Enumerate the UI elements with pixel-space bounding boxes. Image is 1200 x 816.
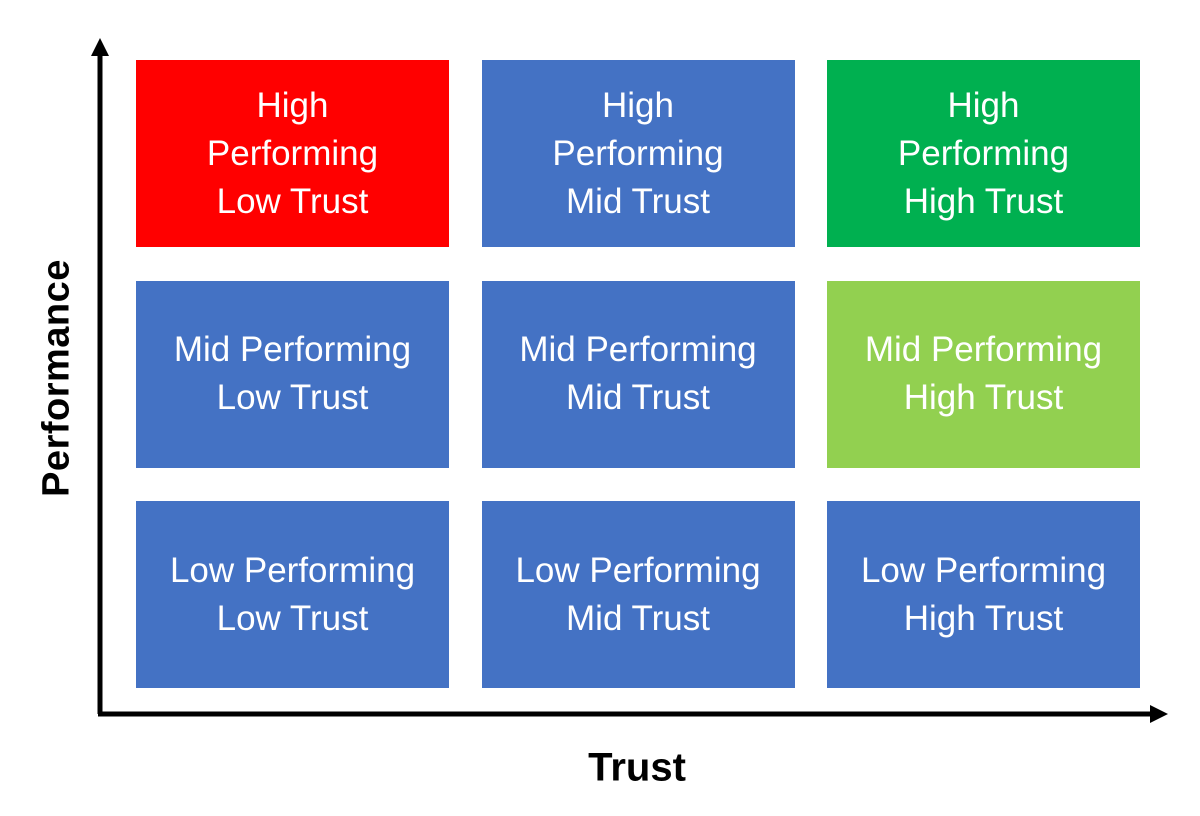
cell-label: Low Performing Low Trust — [169, 550, 416, 638]
x-axis-label: Trust — [588, 745, 686, 790]
cell-label: Mid Performing High Trust — [864, 330, 1103, 417]
cell-mid-performing-low-trust: Mid Performing Low Trust — [136, 280, 449, 468]
cell-high-performing-low-trust: High Performing Low Trust — [136, 60, 449, 247]
cell-low-performing-high-trust: Low Performing High Trust — [827, 501, 1140, 688]
cell-high-performing-mid-trust: High Performing Mid Trust — [481, 60, 795, 247]
cell-label: Low Performing Mid Trust — [515, 550, 761, 638]
cell-label: High Performing High Trust — [897, 85, 1070, 221]
cell-label: High Performing Mid Trust — [552, 85, 724, 221]
y-axis-arrowhead — [91, 38, 109, 56]
x-axis-arrowhead — [1150, 705, 1168, 723]
cell-low-performing-low-trust: Low Performing Low Trust — [136, 501, 449, 688]
cell-mid-performing-mid-trust: Mid Performing Mid Trust — [481, 280, 795, 468]
cell-label: Mid Performing Mid Trust — [519, 330, 757, 417]
cell-label: High Performing Low Trust — [206, 85, 379, 221]
performance-trust-matrix: High Performing Low Trust High Performin… — [136, 60, 1140, 688]
cell-high-performing-high-trust: High Performing High Trust — [827, 60, 1140, 247]
cell-label: Low Performing High Trust — [860, 550, 1107, 638]
cell-low-performing-mid-trust: Low Performing Mid Trust — [481, 501, 795, 688]
cell-mid-performing-high-trust: Mid Performing High Trust — [827, 280, 1140, 468]
y-axis-label: Performance — [35, 259, 78, 497]
cell-label: Mid Performing Low Trust — [173, 330, 412, 417]
